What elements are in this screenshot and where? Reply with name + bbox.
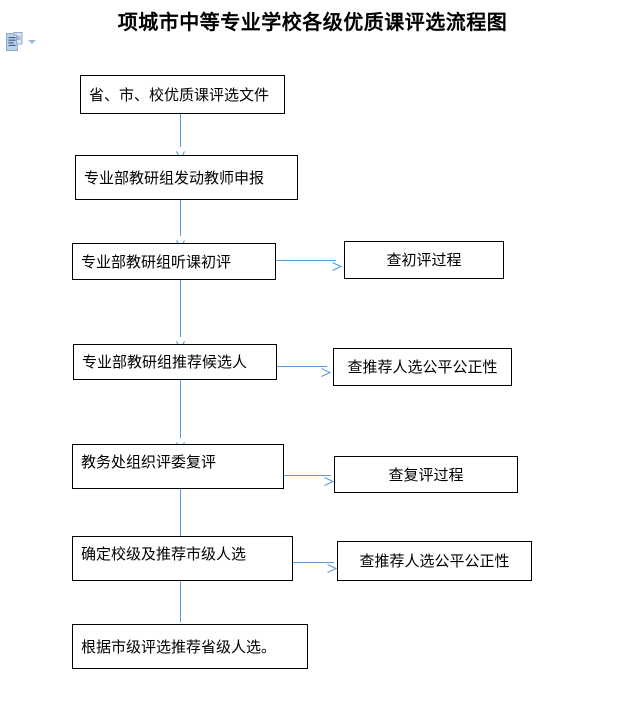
connector-step2-step3-line [180, 199, 181, 236]
connector-step6-check4-arrow [327, 558, 338, 573]
connector-step1-step2-arrow [176, 145, 185, 161]
flow-node-check2[interactable]: 查推荐人选公平公正性 [333, 348, 512, 386]
connector-step2-step3-arrow [176, 234, 185, 250]
flow-node-check3[interactable]: 查复评过程 [334, 456, 518, 493]
connector-step5-step6-line [180, 488, 181, 536]
flow-node-step5-label: 教务处组织评委复评 [81, 453, 217, 471]
flow-node-check1[interactable]: 查初评过程 [344, 241, 504, 279]
connector-step3-check1-line [276, 260, 336, 261]
flow-node-step5[interactable]: 教务处组织评委复评 [72, 444, 284, 489]
connector-step4-check2-arrow [321, 362, 332, 377]
connector-step1-step2-line [180, 113, 181, 147]
paste-options-dropdown-arrow[interactable] [28, 40, 36, 44]
connector-step6-check4-line [292, 562, 334, 563]
flow-node-check1-label: 查初评过程 [386, 250, 462, 269]
flow-node-step7[interactable]: 根据市级评选推荐省级人选。 [72, 624, 308, 669]
flow-node-step2[interactable]: 专业部教研组发动教师申报 [75, 155, 298, 200]
connector-step5-check3-arrow [324, 471, 335, 486]
connector-step4-step5-arrow [176, 436, 185, 452]
flow-node-step3[interactable]: 专业部教研组听课初评 [72, 243, 276, 280]
paste-options-widget[interactable] [4, 32, 40, 54]
flow-node-check4[interactable]: 查推荐人选公平公正性 [337, 541, 532, 581]
flow-node-step6[interactable]: 确定校级及推荐市级人选 [72, 536, 293, 581]
flow-node-step6-label: 确定校级及推荐市级人选 [81, 545, 247, 563]
flow-node-step7-label: 根据市级评选推荐省级人选。 [81, 637, 277, 656]
flow-node-check4-label: 查推荐人选公平公正性 [359, 551, 510, 570]
flow-node-step4-label: 专业部教研组推荐候选人 [82, 352, 248, 371]
flow-node-step2-label: 专业部教研组发动教师申报 [84, 168, 265, 187]
connector-step5-check3-line [283, 475, 331, 476]
connector-step6-step7-line [180, 580, 181, 622]
flow-node-step4[interactable]: 专业部教研组推荐候选人 [73, 344, 277, 380]
flow-node-step1[interactable]: 省、市、校优质课评选文件 [80, 75, 285, 114]
flow-node-check3-label: 查复评过程 [388, 465, 464, 484]
page-title: 项城市中等专业学校各级优质课评选流程图 [117, 10, 508, 34]
flow-node-check2-label: 查推荐人选公平公正性 [347, 357, 498, 376]
flow-node-step1-label: 省、市、校优质课评选文件 [89, 85, 270, 104]
connector-step3-step4-line [180, 279, 181, 337]
flow-node-step3-label: 专业部教研组听课初评 [81, 252, 232, 271]
paste-options-icon[interactable] [6, 32, 23, 52]
connector-step3-step4-arrow [176, 335, 185, 351]
connector-step3-check1-arrow [332, 256, 343, 271]
connector-step4-check2-line [277, 366, 327, 367]
connector-step4-step5-line [180, 379, 181, 438]
